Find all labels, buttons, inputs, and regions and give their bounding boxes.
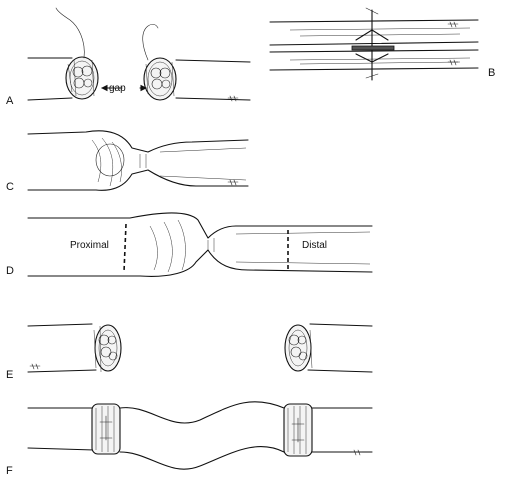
panel-f-letter: F xyxy=(6,465,13,477)
neuroma-c xyxy=(91,137,247,187)
proximal-label: Proximal xyxy=(70,240,109,251)
proximal-suture-f xyxy=(91,403,121,455)
panel-a: gap A xyxy=(6,7,251,107)
panel-d-letter: D xyxy=(6,265,14,277)
panel-e: E xyxy=(6,323,373,381)
panel-f: F xyxy=(6,401,373,477)
gap-label: gap xyxy=(109,83,126,94)
proximal-stump-e xyxy=(93,324,122,373)
distal-suture-f xyxy=(283,403,313,457)
proximal-stump-a xyxy=(65,56,99,100)
panel-d: Proximal Distal D xyxy=(6,212,373,277)
panel-e-letter: E xyxy=(6,369,13,381)
panel-c-letter: C xyxy=(6,181,14,193)
suture-thread-left xyxy=(55,7,85,59)
distal-stump-a xyxy=(143,57,177,101)
panel-c: C xyxy=(6,130,249,193)
panel-b-letter: B xyxy=(488,67,495,79)
distal-stump-e xyxy=(284,324,313,372)
nerve-graft xyxy=(119,401,285,470)
neuroma-d xyxy=(149,219,371,273)
panel-b: B xyxy=(269,7,495,81)
panel-a-letter: A xyxy=(6,95,14,107)
distal-label: Distal xyxy=(302,240,327,251)
suture-thread-right xyxy=(142,23,159,61)
proximal-cut-line xyxy=(123,223,127,273)
